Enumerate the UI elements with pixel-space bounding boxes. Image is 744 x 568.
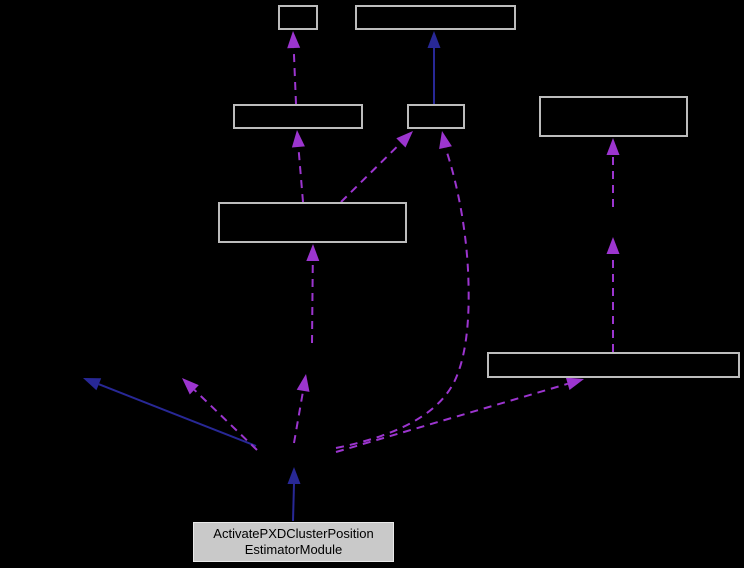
edge-inherit-current-to-base-arrowhead [287, 467, 301, 484]
edge-inherit-center-upleft-arrowhead [83, 378, 102, 391]
edge-usage-row4-up-lower-arrowhead [606, 237, 620, 254]
related-node-top-wide [355, 5, 516, 30]
related-node-row3 [218, 202, 407, 243]
current-class-name-line2: EstimatorModule [244, 542, 343, 557]
edge-usage-center-upleft-arrowhead [182, 378, 199, 395]
edge-usage-row2left-to-topsmall [292, 47, 297, 105]
edge-usage-center-up-to-row3 [311, 260, 314, 344]
edge-usage-row3-to-row2left-arrowhead [291, 130, 305, 148]
edge-usage-center-curve-to-row2mid-arrowhead [439, 131, 452, 149]
edge-usage-center-to-row4 [335, 382, 568, 453]
related-node-row2-mid [407, 104, 465, 129]
current-class-node: ActivatePXDClusterPosition EstimatorModu… [193, 522, 394, 562]
edge-usage-row3-to-row2mid [340, 142, 402, 203]
edge-usage-center-to-row4-arrowhead [565, 377, 584, 390]
edge-usage-row2left-to-topsmall-arrowhead [287, 31, 301, 49]
related-node-row4-right [487, 352, 740, 378]
edge-inherit-row2mid-to-top-arrowhead [427, 31, 441, 48]
edge-usage-center-curve-to-row2mid [335, 147, 470, 449]
edge-usage-center-up-lower [293, 390, 305, 444]
edge-inherit-center-upleft [98, 383, 257, 447]
edge-inherit-current-to-base [292, 483, 295, 522]
edge-usage-center-upleft [193, 389, 258, 451]
related-node-top-small [278, 5, 318, 30]
edge-usage-row3-to-row2mid-arrowhead [396, 131, 413, 148]
edge-usage-center-up-to-row3-arrowhead [306, 244, 320, 261]
edge-usage-center-up-lower-arrowhead [296, 374, 310, 392]
edge-usage-row3-to-row2left [297, 146, 304, 203]
edge-usage-row4-up-to-row2right-arrowhead [606, 138, 620, 155]
current-class-name-line1: ActivatePXDClusterPosition [213, 526, 374, 541]
related-node-row2-left [233, 104, 363, 129]
related-node-row2-right [539, 96, 688, 137]
